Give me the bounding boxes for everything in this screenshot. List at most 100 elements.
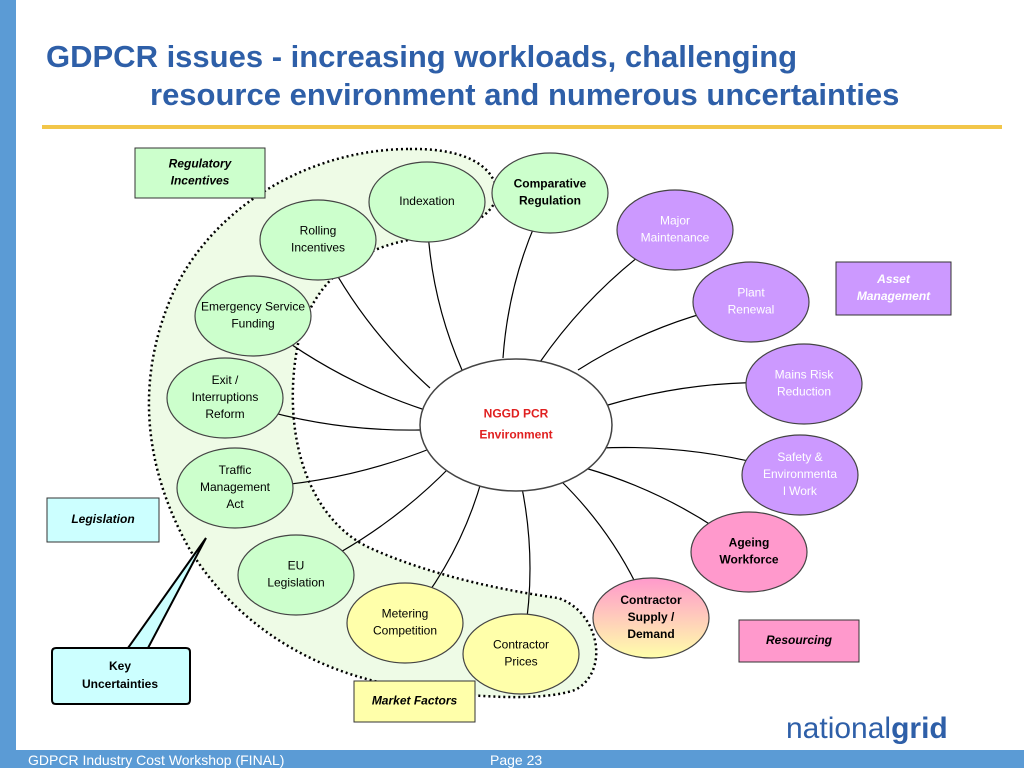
callout-shape bbox=[51, 537, 207, 705]
category-box-label-line-1: Legislation bbox=[71, 512, 134, 526]
center-label-line-1: NGGD PCR bbox=[484, 407, 549, 421]
node-label-line-1: Rolling bbox=[300, 224, 337, 238]
category-box-shape bbox=[835, 261, 952, 316]
category-box-label-line-1: Regulatory bbox=[169, 157, 233, 171]
left-accent-bar bbox=[0, 0, 16, 768]
node-eu-legislation: EU Legislation bbox=[237, 534, 355, 616]
logo-text-national: national bbox=[786, 712, 892, 745]
node-safety-environmental-work: Safety & Environmenta l Work bbox=[741, 434, 859, 516]
node-label-line-1: Traffic bbox=[219, 463, 252, 477]
node-label-line-1: Comparative bbox=[514, 177, 587, 191]
node-label-line-2: Legislation bbox=[267, 576, 324, 590]
category-box-market-factors: Market Factors bbox=[353, 680, 476, 723]
title-line-2: resource environment and numerous uncert… bbox=[150, 77, 900, 112]
node-shape bbox=[237, 534, 355, 616]
node-shape bbox=[368, 161, 486, 243]
node-shape bbox=[690, 511, 808, 593]
node-label-line-2: Interruptions bbox=[192, 390, 259, 404]
title-line-1: GDPCR issues - increasing workloads, cha… bbox=[46, 39, 798, 74]
node-label-line-1: Metering bbox=[382, 607, 429, 621]
node-shape bbox=[491, 152, 609, 234]
category-box-shape bbox=[738, 619, 860, 663]
node-label-line-2: Maintenance bbox=[641, 231, 710, 245]
node-label-line-1: Indexation bbox=[399, 194, 454, 208]
national-grid-logo: nationalgrid bbox=[786, 712, 948, 746]
node-label-line-2: Regulation bbox=[519, 194, 581, 208]
center-node: NGGD PCR Environment bbox=[419, 358, 613, 492]
category-box-shape bbox=[353, 680, 476, 723]
node-label-line-2: Incentives bbox=[291, 241, 345, 255]
node-label-line-2: Supply / bbox=[628, 610, 675, 624]
node-label-line-2: Management bbox=[200, 480, 271, 494]
node-label-line-1: Safety & bbox=[777, 450, 822, 464]
title-divider bbox=[42, 125, 1002, 129]
node-label-line-3: Reform bbox=[205, 407, 244, 421]
category-box-resourcing: Resourcing bbox=[738, 619, 860, 663]
category-box-legislation: Legislation bbox=[46, 497, 160, 543]
category-box-label-line-1: Asset bbox=[876, 272, 911, 286]
node-shape bbox=[592, 577, 710, 659]
footer-title: GDPCR Industry Cost Workshop (FINAL) bbox=[28, 752, 285, 768]
node-label-line-3: l Work bbox=[783, 484, 818, 498]
node-label-line-3: Demand bbox=[627, 627, 674, 641]
node-shape bbox=[176, 447, 294, 529]
node-shape bbox=[741, 434, 859, 516]
category-box-label-line-2: Incentives bbox=[171, 174, 230, 188]
node-label-line-2: Funding bbox=[231, 317, 274, 331]
node-label-line-2: Renewal bbox=[728, 303, 775, 317]
node-indexation: Indexation bbox=[368, 161, 486, 243]
page-title: GDPCR issues - increasing workloads, cha… bbox=[46, 38, 1006, 114]
node-shape bbox=[259, 199, 377, 281]
center-label-line-2: Environment bbox=[479, 428, 552, 442]
footer-page-number: Page 23 bbox=[490, 752, 543, 768]
logo-text-grid: grid bbox=[891, 712, 948, 745]
category-box-shape bbox=[134, 147, 266, 199]
node-label-line-1: Plant bbox=[737, 286, 765, 300]
node-shape bbox=[194, 275, 312, 357]
node-label-line-2: Workforce bbox=[719, 553, 778, 567]
category-box-label-line-1: Resourcing bbox=[766, 633, 833, 647]
node-label-line-1: Major bbox=[660, 214, 690, 228]
node-label-line-1: Contractor bbox=[620, 593, 682, 607]
node-label-line-1: EU bbox=[288, 559, 305, 573]
node-label-line-2: Reduction bbox=[777, 385, 831, 399]
category-box-shape bbox=[46, 497, 160, 543]
node-shape bbox=[462, 613, 580, 695]
category-box-layer: RegulatoryIncentivesAssetManagementLegis… bbox=[46, 147, 952, 723]
node-label-line-1: Mains Risk bbox=[775, 368, 835, 382]
center-node-shape bbox=[419, 358, 613, 492]
node-shape bbox=[745, 343, 863, 425]
node-label-line-1: Contractor bbox=[493, 638, 549, 652]
callout-label-line-1: Key bbox=[109, 659, 131, 673]
category-box-label-line-2: Management bbox=[857, 289, 931, 303]
footer-bar bbox=[0, 750, 1024, 768]
node-label-line-1: Emergency Service bbox=[201, 300, 305, 314]
node-layer: IndexationComparativeRegulationRollingIn… bbox=[166, 152, 863, 695]
node-shape bbox=[616, 189, 734, 271]
node-label-line-2: Environmenta bbox=[763, 467, 837, 481]
node-shape bbox=[166, 357, 284, 439]
node-label-line-1: Exit / bbox=[212, 373, 239, 387]
callout-label-line-2: Uncertainties bbox=[82, 677, 158, 691]
category-box-label-line-1: Market Factors bbox=[372, 694, 458, 708]
node-label-line-2: Prices bbox=[504, 655, 537, 669]
node-shape bbox=[692, 261, 810, 343]
node-shape bbox=[346, 582, 464, 664]
node-label-line-3: Act bbox=[226, 497, 244, 511]
